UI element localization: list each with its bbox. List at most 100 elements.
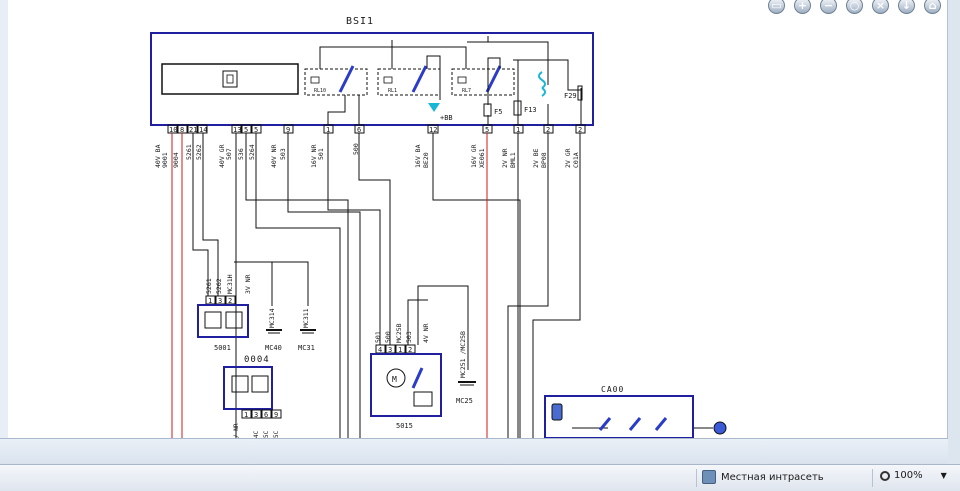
relay-label-rl10: RL10 [314,88,326,94]
wire-label: 2V NR [501,148,509,168]
connector-5015: 501 500 MC25B 503 4V NR 4 3 1 2 M 5015 [370,323,442,430]
pin-label: 1 [326,126,330,134]
wire-label: 16V GR [470,144,478,168]
c0004-wire: / NR [233,423,240,438]
c5001-wire: 5262 [215,278,223,294]
ground-wire: MC311 [302,308,310,328]
wire-label: 9004 [172,152,180,168]
pin-label: 2 [408,346,412,354]
wire-label: 5261 [185,144,193,160]
fuse-f5: F5 [483,103,502,117]
zoom-out-icon[interactable]: − [820,0,837,14]
wire-label: 40V GR [218,144,226,168]
ground-id: MC25 [456,397,473,405]
c5015-wire: 500 [384,331,392,343]
intranet-icon [702,470,716,484]
c5015-wire: MC25B [395,323,403,343]
bsi-internal-wiring [319,36,582,125]
pin-label: 3 [254,411,258,419]
print-icon[interactable]: ▭ [768,0,785,14]
relay-label-rl7: RL7 [462,88,471,94]
pin-label: 5 [244,126,248,134]
status-bar: Местная интрасеть 100% ▼ [0,464,960,491]
status-separator [696,469,697,487]
c5015-wire: 501 [374,331,382,343]
pin-label: 1 [244,411,248,419]
fuse-f13: F13 [513,100,537,116]
zoom-control[interactable]: 100% ▼ [880,470,947,481]
wiring-diagram: BSI1 RL10 RL1 [150,16,727,438]
motor-label: M [392,375,397,384]
pin-label: 1 [398,346,402,354]
wire-label: 16V NR [310,144,318,168]
pin-label: 3 [388,346,392,354]
pin-label: 9 [274,411,278,419]
status-separator [872,469,873,487]
chip-icon [222,70,238,88]
ground-id: MC31 [298,344,315,352]
zoom-label: 100% [894,470,923,481]
pin-label: 9 [286,126,290,134]
bsi-box [150,32,594,126]
wire-label: 536 [237,148,245,160]
pin-label: 2 [228,297,232,305]
wire-label: 501 [317,148,325,160]
pin-label: 4 [378,346,382,354]
pin-label: 10 [169,126,177,134]
home-icon[interactable]: ⌂ [924,0,941,14]
security-zone[interactable]: Местная интрасеть [702,470,824,484]
bsi-controller-block [161,63,299,95]
c5001-wire: 5261 [205,278,213,294]
download-icon[interactable]: ↓ [898,0,915,14]
close-icon[interactable]: × [872,0,889,14]
diagram-viewport: ▭ + − ○ × ↓ ⌂ BSI1 RL10 [8,0,948,438]
search-icon[interactable]: ○ [846,0,863,14]
ground-wire: MC251 /MC25B [459,331,467,378]
chevron-down-icon[interactable]: ▼ [940,471,947,480]
wire-label: BP08 [540,152,548,168]
fuse-f29: F29 [538,71,583,101]
fuse-label-f5: F5 [494,108,502,116]
fuse-label-f29: F29 [564,92,577,100]
pin-label: 5 [254,126,258,134]
ground-id: MC40 [265,344,282,352]
pin-label: 21 [189,126,197,134]
plus-bb-label: +BB [440,114,453,122]
pin-label: 1 [208,297,212,305]
plus-bb-marker [428,103,440,112]
wire-label: 507 [225,148,233,160]
c5015-wire: 503 [405,331,413,343]
pin-label: 1 [516,126,520,134]
ground-mc31: MC311 MC31 [298,308,316,352]
c0004-wire: 4C [253,430,260,438]
ground-mc40: MC314 MC40 [265,308,282,352]
wire-label: 2V BE [532,148,540,168]
zoom-in-icon[interactable]: + [794,0,811,14]
c5015-extra: 4V NR [422,323,430,343]
c5001-id: 5001 [214,344,231,352]
wire-labels: 40V BA 9001 9004 5261 5262 40V GR 507 53… [154,143,580,168]
pin-label: 5 [485,126,489,134]
bsi-title: BSI1 [346,16,374,27]
wire-label: 500 [352,143,360,155]
c5015-id: 5015 [396,422,413,430]
wire-label: 2V GR [564,148,572,168]
magnifier-icon [880,470,890,481]
c5001-extra: 3V NR [244,274,252,294]
connector-5001: 5261 5262 MC31H 3V NR 1 3 2 5001 [197,274,252,352]
horizontal-scrollbar[interactable] [0,438,948,465]
wire-label: 16V BA [414,144,422,168]
pin-label: 3 [218,297,222,305]
c0004-wire: 5C [263,430,270,438]
ground-mc25: MC251 /MC25B MC25 [456,331,476,405]
wire-label: BE20 [422,152,430,168]
bsi-pin-row: 10 8 21 14 13 5 5 9 1 6 12 5 1 2 2 [167,124,586,134]
wire-label: 9001 [161,152,169,168]
c0004-wire: 5C [273,430,280,438]
relay-rl10: RL10 [304,65,368,96]
relay-label-rl1: RL1 [388,88,397,94]
connector-ca00: CA00 [544,385,727,438]
wire-label: 40V BA [154,144,162,168]
pin-label: 6 [264,411,268,419]
